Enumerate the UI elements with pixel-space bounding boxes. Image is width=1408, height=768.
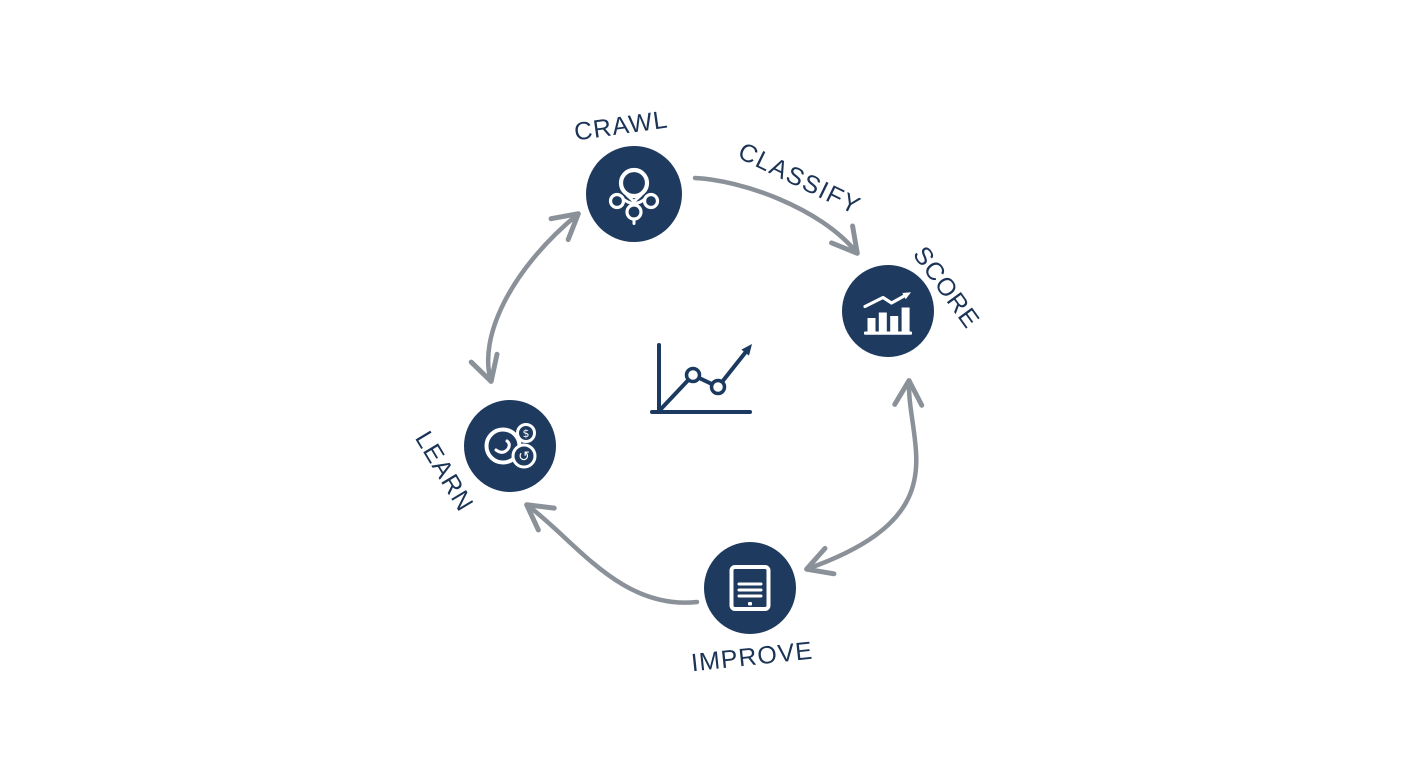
node-score: SCORE <box>842 241 985 357</box>
improve-circle <box>704 542 796 634</box>
trend-arrowhead-icon <box>741 344 752 356</box>
money-learning-cycle-icon: $ ↺ <box>484 423 537 469</box>
tablet-text-icon <box>729 565 771 611</box>
arrow-improve-to-learn <box>524 502 700 605</box>
trend-line-chart-icon <box>650 343 752 414</box>
node-improve: IMPROVE <box>690 542 815 678</box>
arrow-learn-crawl-bidirectional <box>468 211 581 384</box>
node-learn: $ ↺ LEARN <box>409 400 556 517</box>
improve-label: IMPROVE <box>690 637 815 678</box>
arrow-score-improve-bidirectional <box>804 378 925 577</box>
refresh-coin-icon <box>511 443 537 469</box>
arrow-crawl-to-score <box>692 175 860 256</box>
spider-network-icon <box>608 167 660 225</box>
growth-bars-icon <box>863 292 912 335</box>
refresh-glyph: ↺ <box>518 449 530 465</box>
dollar-coin-icon <box>516 423 536 443</box>
dollar-glyph: $ <box>523 427 530 440</box>
node-crawl: CRAWL <box>572 106 682 242</box>
score-circle <box>842 265 934 357</box>
crawl-label: CRAWL <box>572 106 669 147</box>
